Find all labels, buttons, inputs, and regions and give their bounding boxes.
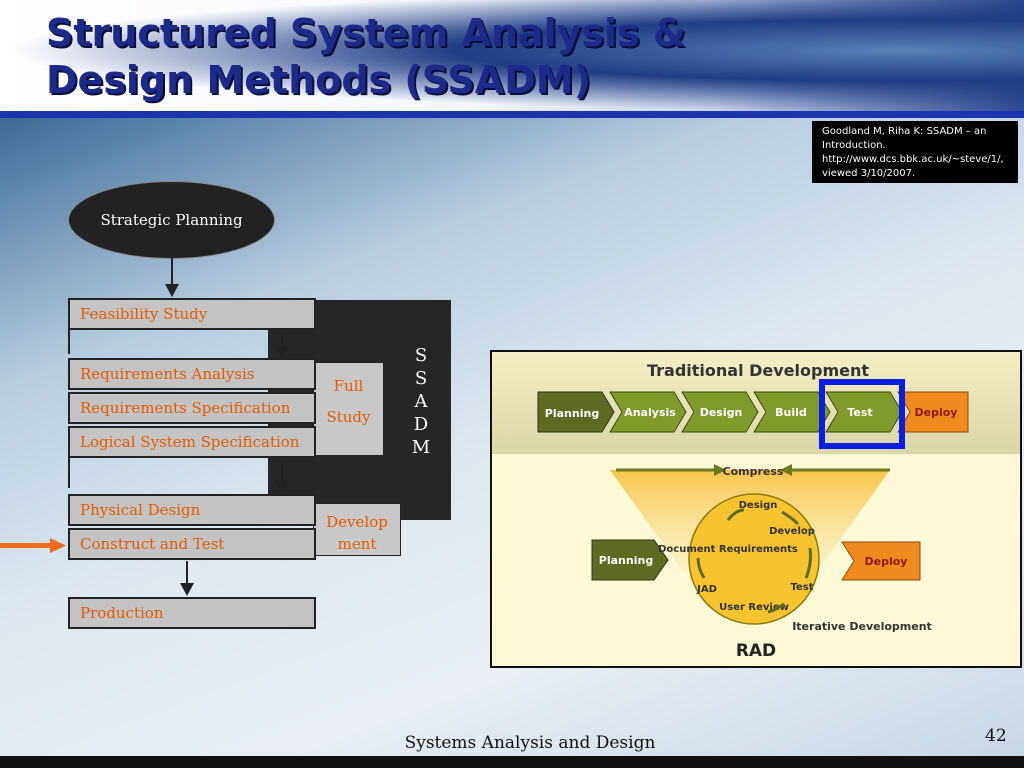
connector-arrowhead bbox=[275, 480, 289, 493]
traditional-step-arrow: Analysis bbox=[609, 391, 687, 433]
ssadm-letter: S bbox=[414, 368, 428, 389]
cycle-label: Design bbox=[739, 500, 778, 511]
connector-line bbox=[281, 460, 283, 482]
footer-bar bbox=[0, 756, 1024, 768]
traditional-step-arrow: Planning bbox=[537, 391, 615, 433]
compress-arrowhead bbox=[714, 464, 726, 476]
traditional-title: Traditional Development bbox=[647, 361, 869, 380]
step-label: Build bbox=[775, 406, 807, 419]
ssadm-letter: S bbox=[414, 345, 428, 366]
connector-arrowhead bbox=[180, 583, 194, 596]
stage-requirements-specification: Requirements Specification bbox=[68, 392, 316, 424]
ssadm-letter: M bbox=[411, 437, 431, 458]
cycle-label: Document Requirements bbox=[658, 544, 798, 555]
rad-vs-traditional-figure: Traditional Development Planning Analysi… bbox=[490, 350, 1022, 668]
stage-production: Production bbox=[68, 597, 316, 629]
full-study-label: Full Study bbox=[313, 362, 384, 456]
step-label: Design bbox=[700, 406, 743, 419]
current-stage-pointer-arrow bbox=[0, 538, 66, 553]
test-highlight-box bbox=[819, 379, 905, 449]
traditional-step-arrow: Test bbox=[825, 391, 903, 433]
stage-construct-and-test: Construct and Test bbox=[68, 528, 316, 560]
title-line-1: Structured System Analysis & bbox=[46, 11, 687, 55]
rad-deploy-arrow: Deploy bbox=[841, 541, 921, 581]
step-label: Planning bbox=[545, 407, 599, 420]
rad-label: RAD bbox=[736, 641, 776, 661]
iterative-cycle-circle bbox=[688, 493, 820, 625]
footer-title: Systems Analysis and Design bbox=[404, 733, 656, 753]
traditional-step-arrow: Build bbox=[753, 391, 831, 433]
full-study-line: Full bbox=[333, 377, 364, 395]
header-divider bbox=[0, 111, 1024, 118]
step-label: Test bbox=[847, 406, 872, 419]
stage-requirements-analysis: Requirements Analysis bbox=[68, 358, 316, 390]
rad-planning-arrow: Planning bbox=[591, 539, 669, 581]
traditional-step-arrow: Design bbox=[681, 391, 759, 433]
cycle-label: Develop bbox=[769, 526, 815, 537]
full-study-line: Study bbox=[326, 408, 371, 426]
page-number: 42 bbox=[985, 726, 1007, 746]
connector-arrowhead bbox=[275, 346, 289, 359]
bracket-line bbox=[68, 330, 70, 354]
ssadm-letter: A bbox=[414, 391, 428, 412]
connector-line bbox=[186, 561, 188, 585]
connector-line bbox=[281, 332, 283, 348]
connector-line bbox=[171, 257, 173, 285]
rad-deploy-label: Deploy bbox=[865, 555, 908, 568]
step-label: Deploy bbox=[915, 406, 958, 419]
strategic-planning-node: Strategic Planning bbox=[68, 181, 275, 259]
rad-planning-label: Planning bbox=[599, 554, 653, 567]
step-label: Analysis bbox=[624, 406, 676, 419]
compress-label: Compress bbox=[723, 465, 784, 478]
slide-title: Structured System Analysis & Design Meth… bbox=[46, 10, 746, 104]
strategic-planning-label: Strategic Planning bbox=[100, 211, 243, 229]
cycle-label: JAD bbox=[696, 584, 717, 595]
stage-logical-system-specification: Logical System Specification bbox=[68, 426, 316, 458]
bracket-line bbox=[68, 458, 70, 488]
stage-feasibility-study: Feasibility Study bbox=[68, 298, 316, 330]
development-line: ment bbox=[337, 535, 377, 553]
development-label: Develop ment bbox=[313, 503, 401, 556]
compress-arrowhead bbox=[780, 464, 792, 476]
cycle-arrows bbox=[696, 508, 812, 614]
traditional-step-arrow: Deploy bbox=[897, 391, 969, 433]
cycle-label: Test bbox=[790, 582, 813, 593]
ssadm-letter: D bbox=[413, 414, 429, 435]
ssadm-vertical-label: S S A D M bbox=[404, 344, 438, 459]
rad-figure-graphic: Traditional Development Planning Analysi… bbox=[492, 352, 1020, 661]
citation-note: Goodland M, Riha K: SSADM – an Introduct… bbox=[812, 121, 1018, 183]
slide-header bbox=[0, 0, 1024, 112]
iterative-development-label: Iterative Development bbox=[792, 620, 932, 633]
cycle-label: User Review bbox=[719, 602, 789, 613]
stage-physical-design: Physical Design bbox=[68, 494, 316, 526]
development-line: Develop bbox=[326, 513, 388, 531]
connector-arrowhead bbox=[165, 284, 179, 297]
title-line-2: Design Methods (SSADM) bbox=[46, 58, 591, 102]
